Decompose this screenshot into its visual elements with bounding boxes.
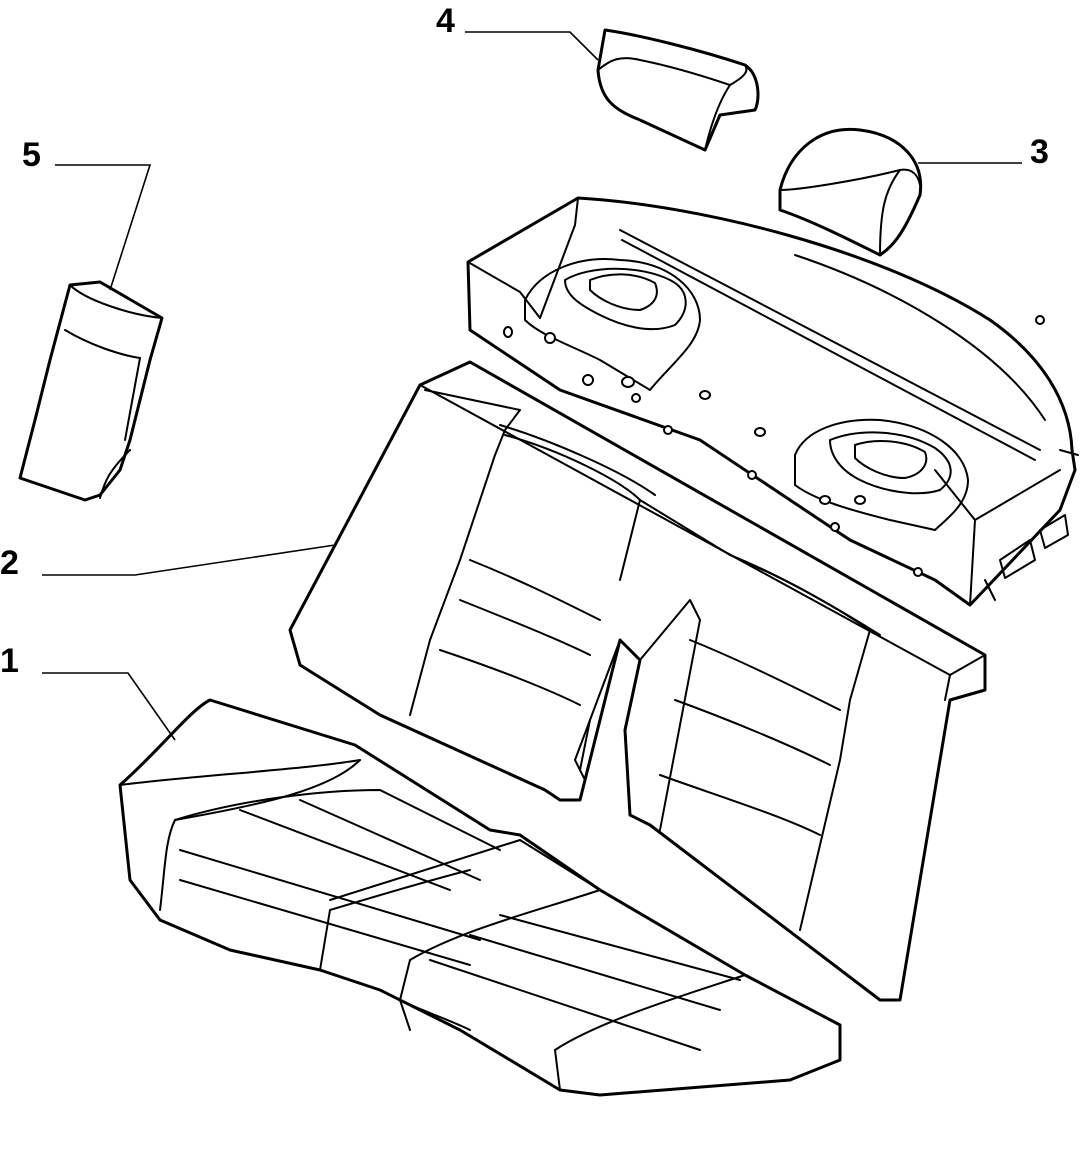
callout-4: 4 bbox=[436, 2, 455, 40]
leader-5 bbox=[55, 164, 152, 291]
leader-4 bbox=[465, 31, 599, 61]
head-restraint-left bbox=[596, 28, 760, 152]
head-restraint-right bbox=[778, 127, 923, 257]
backrest bbox=[288, 360, 987, 1002]
callout-3: 3 bbox=[1030, 133, 1049, 171]
leader-1 bbox=[42, 672, 176, 741]
leader-lines bbox=[42, 31, 1022, 741]
callouts: 1 2 3 4 5 bbox=[0, 2, 1049, 680]
callout-2: 2 bbox=[0, 544, 19, 582]
center-armrest bbox=[18, 280, 164, 502]
rear-parcel-shelf bbox=[466, 196, 1079, 607]
callout-1: 1 bbox=[0, 642, 19, 680]
callout-5: 5 bbox=[22, 136, 41, 174]
leader-2 bbox=[42, 544, 336, 576]
seat-cushion bbox=[118, 698, 842, 1097]
